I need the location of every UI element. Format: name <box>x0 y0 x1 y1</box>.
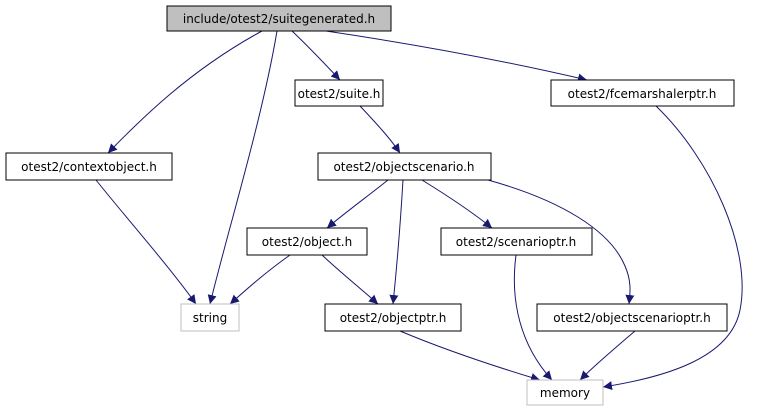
node-suite[interactable]: otest2/suite.h <box>294 79 384 107</box>
node-objectscenarioptr[interactable]: otest2/objectscenarioptr.h <box>536 303 728 332</box>
edges <box>95 30 743 391</box>
node-root-file[interactable]: include/otest2/suitegenerated.h <box>166 5 392 32</box>
edge-objectscenario-to-object <box>326 179 389 229</box>
node-label: otest2/suite.h <box>298 87 381 101</box>
node-label: otest2/object.h <box>262 235 352 249</box>
node-objectptr[interactable]: otest2/objectptr.h <box>324 303 462 332</box>
edge-objectscenario-to-objectscenarioptr <box>487 179 635 305</box>
edge-objectptr-to-memory <box>399 330 541 382</box>
edge-objectscenarioptr-to-memory <box>579 330 636 381</box>
edge-scenarioptr-to-memory <box>513 254 553 381</box>
node-label: include/otest2/suitegenerated.h <box>183 12 375 26</box>
nodes: include/otest2/suitegenerated.h otest2/c… <box>5 5 735 406</box>
node-label: otest2/fcemarshalerptr.h <box>568 87 717 101</box>
node-label: string <box>193 311 227 325</box>
edge-objectscenario-to-scenarioptr <box>421 179 493 229</box>
node-label: otest2/contextobject.h <box>21 160 157 174</box>
node-label: otest2/objectscenarioptr.h <box>553 311 710 325</box>
edge-contextobject-to-string <box>95 179 197 305</box>
edge-object-to-string <box>229 254 291 305</box>
node-fcemarshalerptr[interactable]: otest2/fcemarshalerptr.h <box>550 79 735 107</box>
node-contextobject[interactable]: otest2/contextobject.h <box>5 152 173 181</box>
node-object[interactable]: otest2/object.h <box>246 227 368 256</box>
node-label: otest2/objectptr.h <box>340 311 447 325</box>
node-scenarioptr[interactable]: otest2/scenarioptr.h <box>440 227 593 256</box>
node-label: otest2/scenarioptr.h <box>456 235 576 249</box>
node-string[interactable]: string <box>180 303 240 332</box>
edge-object-to-objectptr <box>321 254 379 305</box>
edge-fcemarshalerptr-to-memory <box>602 105 743 391</box>
edge-root-to-contextobject <box>107 30 263 154</box>
node-objectscenario[interactable]: otest2/objectscenario.h <box>317 152 492 181</box>
node-label: memory <box>540 386 590 400</box>
edge-root-to-suite <box>291 30 341 81</box>
edge-objectscenario-to-objectptr <box>389 179 404 305</box>
edge-root-to-fcemarshalerptr <box>325 30 588 83</box>
node-label: otest2/objectscenario.h <box>333 160 474 174</box>
edge-root-to-string <box>207 30 278 305</box>
edge-suite-to-objectscenario <box>359 105 401 154</box>
node-memory[interactable]: memory <box>526 379 604 406</box>
